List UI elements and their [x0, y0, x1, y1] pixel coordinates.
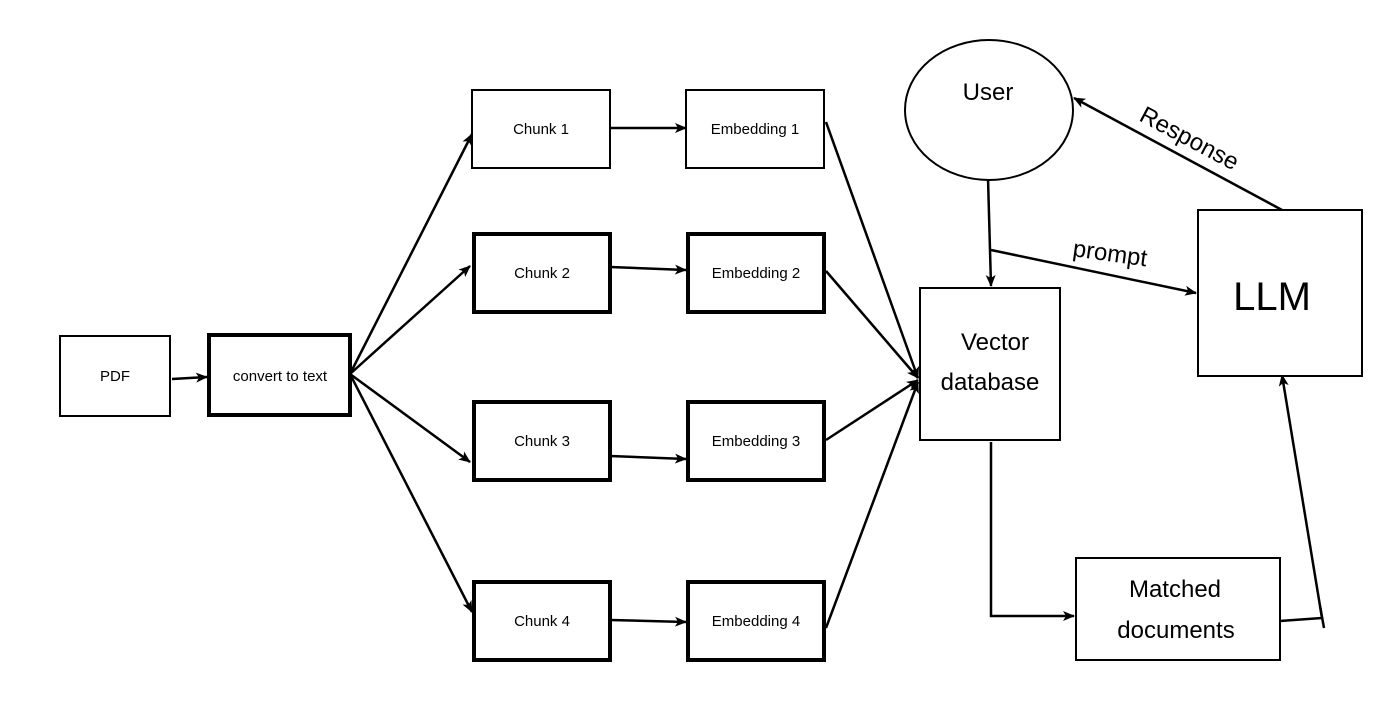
edge-chunk4-to-embedding4	[609, 616, 687, 627]
node-convert-label: convert to text	[233, 368, 328, 385]
node-matched-label-line2: documents	[1117, 617, 1234, 644]
node-embedding-4: Embedding 4	[686, 580, 826, 662]
edge-tick-mark	[1318, 605, 1326, 629]
node-user-label: User	[963, 79, 1014, 106]
node-chunk-1: Chunk 1	[471, 89, 611, 169]
node-pdf: PDF	[59, 335, 171, 417]
node-convert-to-text: convert to text	[207, 333, 352, 417]
node-matched-documents: Matched documents	[1075, 557, 1281, 661]
node-llm-label: LLM	[1233, 275, 1311, 319]
node-llm: LLM	[1197, 209, 1363, 377]
node-chunk-3-label: Chunk 3	[514, 433, 570, 450]
node-embedding-2-label: Embedding 2	[712, 265, 800, 282]
edge-vector-to-matched	[989, 442, 1075, 621]
node-user: User	[904, 39, 1074, 181]
edge-user-to-vector	[985, 177, 996, 287]
node-pdf-label: PDF	[100, 368, 130, 385]
node-chunk-2-label: Chunk 2	[514, 265, 570, 282]
node-chunk-1-label: Chunk 1	[513, 121, 569, 138]
edge-convert-to-chunk3	[349, 372, 471, 464]
node-chunk-2: Chunk 2	[472, 232, 612, 314]
node-embedding-3-label: Embedding 3	[712, 433, 800, 450]
edges	[171, 96, 1326, 629]
edge-embedding3-to-vector	[825, 378, 919, 442]
edge-convert-to-chunk4	[348, 373, 474, 613]
edge-chunk2-to-embedding2	[609, 264, 687, 275]
node-embedding-3: Embedding 3	[686, 400, 826, 482]
node-vector-label-line2: database	[941, 369, 1040, 396]
edge-embedding1-to-vector	[824, 121, 920, 379]
node-chunk-4: Chunk 4	[472, 580, 612, 662]
node-chunk-4-label: Chunk 4	[514, 613, 570, 630]
node-vector-label-line1: Vector	[961, 329, 1029, 356]
edge-embedding4-to-vector	[824, 381, 920, 629]
edge-matched-to-llm	[1278, 374, 1324, 623]
node-embedding-1: Embedding 1	[685, 89, 825, 169]
edge-chunk3-to-embedding3	[609, 453, 687, 464]
node-vector-database: Vector database	[919, 287, 1061, 441]
edge-prompt-to-llm	[990, 248, 1197, 296]
edge-llm-to-user	[1073, 96, 1283, 212]
edge-label-prompt: prompt	[1071, 235, 1149, 272]
node-embedding-2: Embedding 2	[686, 232, 826, 314]
edge-convert-to-chunk1	[348, 133, 474, 375]
node-embedding-1-label: Embedding 1	[711, 121, 799, 138]
edge-convert-to-chunk2	[349, 265, 471, 375]
edge-embedding2-to-vector	[825, 270, 919, 379]
edge-pdf-to-convert	[171, 372, 208, 383]
node-chunk-3: Chunk 3	[472, 400, 612, 482]
node-embedding-4-label: Embedding 4	[712, 613, 800, 630]
node-matched-label-line1: Matched	[1129, 576, 1221, 603]
